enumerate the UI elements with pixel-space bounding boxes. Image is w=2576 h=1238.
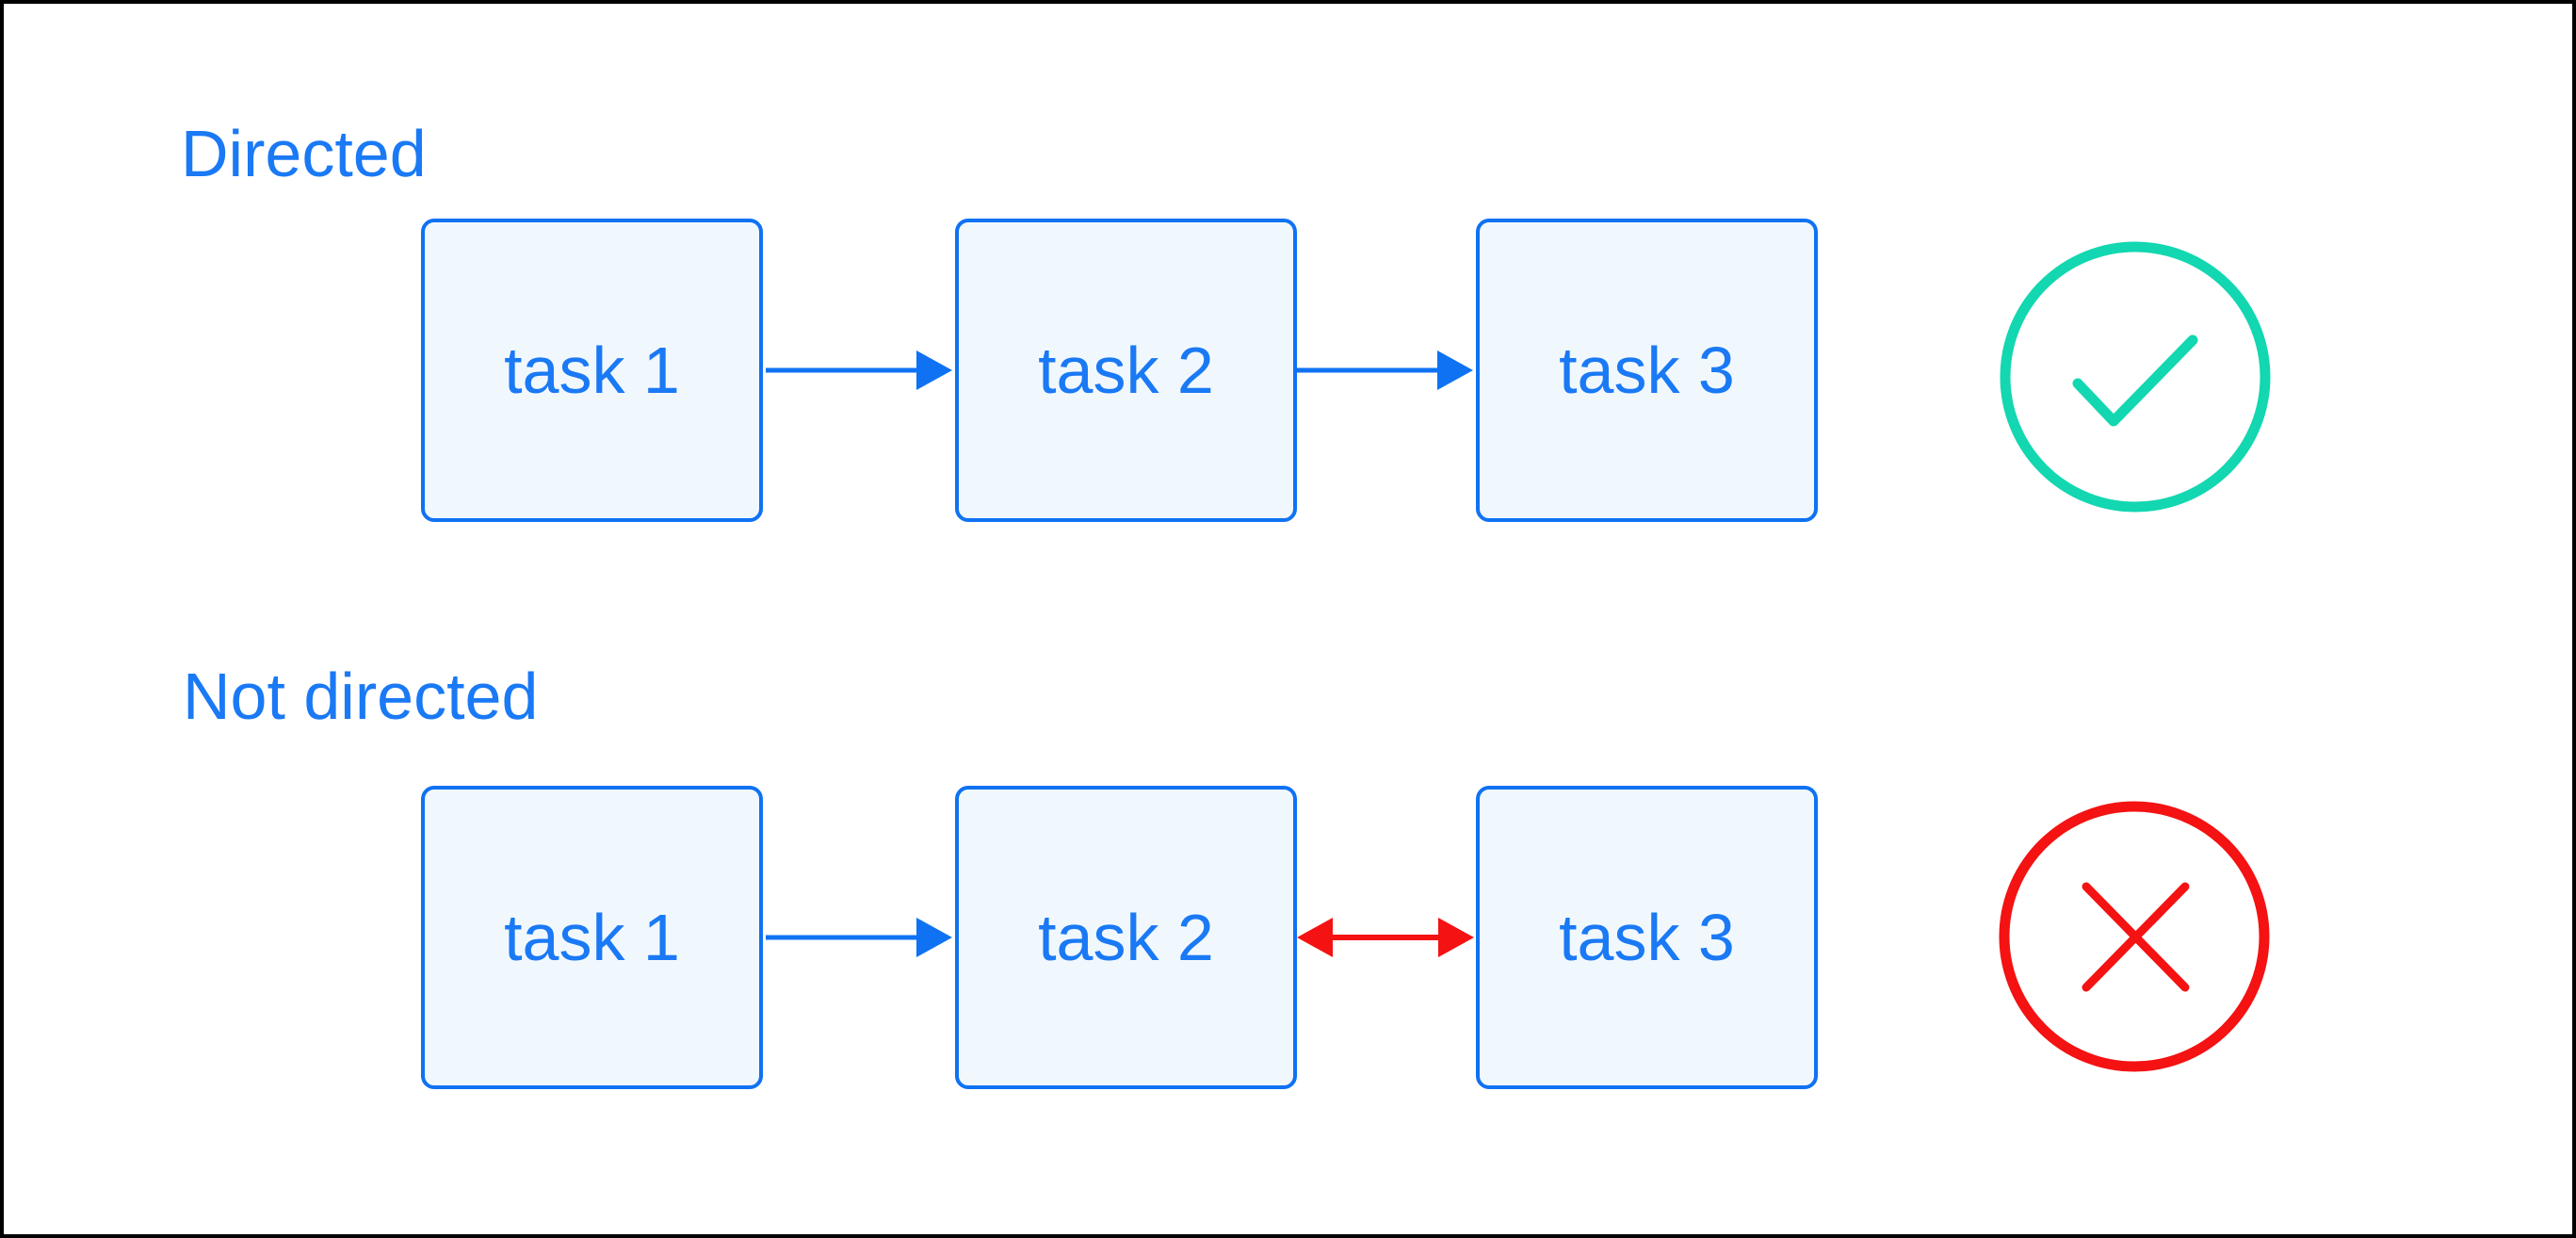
node-label: task 2 <box>1038 901 1214 974</box>
node-notdirected-task-1: task 1 <box>421 786 763 1089</box>
section-label-directed: Directed <box>181 117 427 190</box>
node-directed-task-1: task 1 <box>421 219 763 522</box>
arrow-notdirected-task1-task2 <box>766 918 952 957</box>
arrow-bidirectional-task2-task3 <box>1297 918 1474 957</box>
check-circle-icon <box>2000 241 2271 513</box>
arrow-directed-task2-task3 <box>1297 350 1473 390</box>
node-label: task 3 <box>1559 901 1735 974</box>
arrow-directed-task1-task2 <box>766 350 952 390</box>
node-directed-task-3: task 3 <box>1476 219 1818 522</box>
node-label: task 1 <box>504 334 680 407</box>
node-label: task 1 <box>504 901 680 974</box>
node-label: task 2 <box>1038 334 1214 407</box>
node-notdirected-task-3: task 3 <box>1476 786 1818 1089</box>
node-label: task 3 <box>1559 334 1735 407</box>
node-directed-task-2: task 2 <box>955 219 1297 522</box>
section-label-not-directed: Not directed <box>183 660 539 733</box>
node-notdirected-task-2: task 2 <box>955 786 1297 1089</box>
cross-circle-icon <box>1999 801 2270 1072</box>
